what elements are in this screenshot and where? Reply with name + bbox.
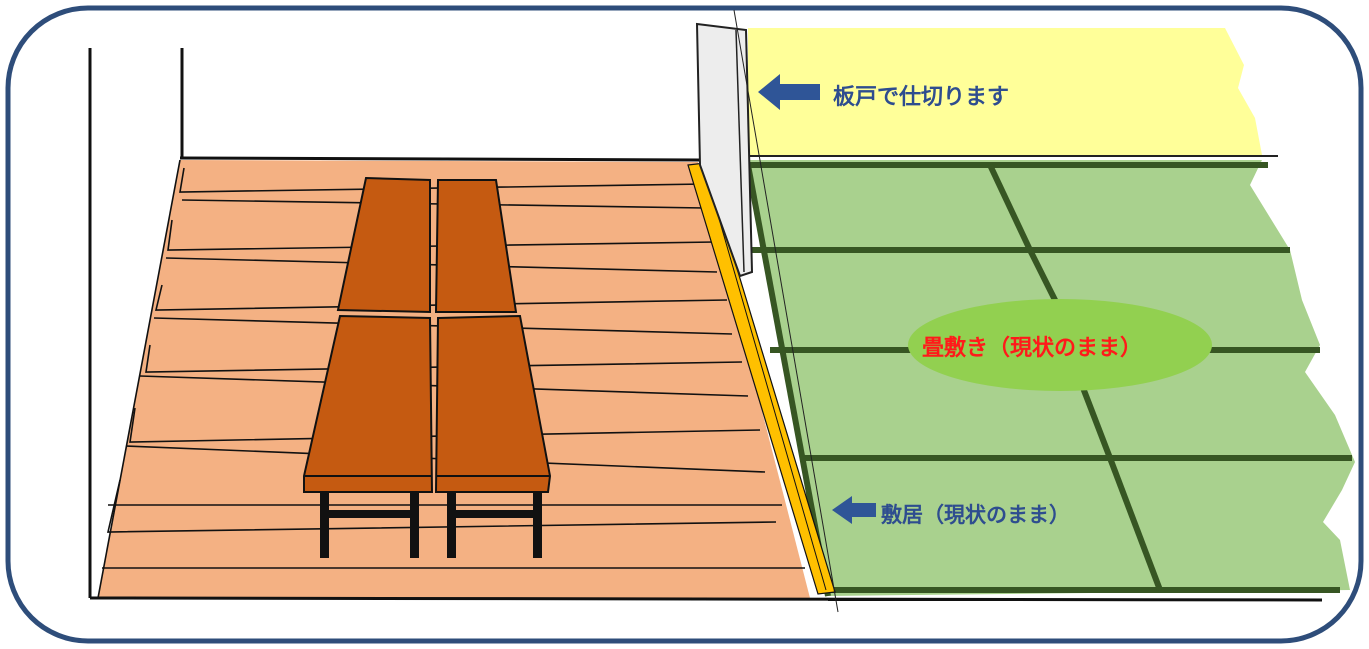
bench-back-left bbox=[336, 176, 431, 314]
tatami-label-ellipse bbox=[908, 299, 1212, 391]
bench-back-right bbox=[434, 179, 518, 313]
partition-guide-line bbox=[733, 9, 839, 613]
sill-edge-line bbox=[704, 169, 827, 591]
sill-label: 敷居（現状のまま） bbox=[881, 503, 1070, 527]
sill-arrow-icon bbox=[832, 496, 876, 524]
partition-edge bbox=[735, 29, 745, 273]
bench-front-right bbox=[434, 314, 552, 493]
room-outline bbox=[88, 48, 1323, 602]
upper-wall bbox=[748, 28, 1262, 155]
tatami-label: 畳敷き（現状のまま） bbox=[922, 336, 1143, 361]
partition-arrow-icon bbox=[758, 74, 820, 110]
bench-front-left bbox=[303, 314, 434, 493]
partition-label: 板戸で仕切ります bbox=[833, 85, 1010, 110]
bench-legs bbox=[320, 492, 542, 558]
